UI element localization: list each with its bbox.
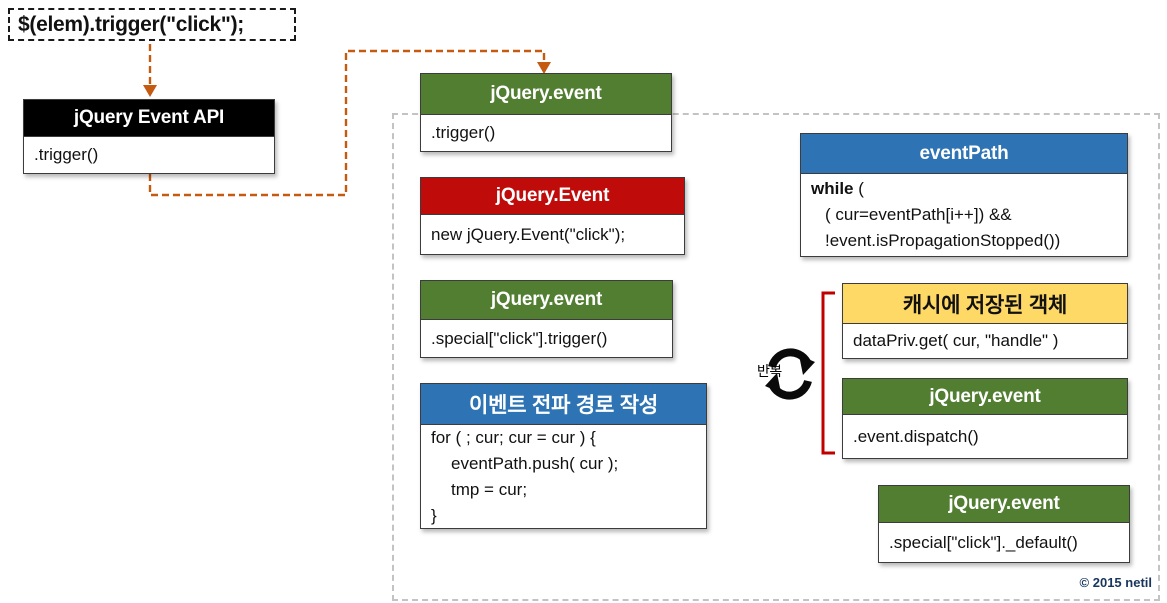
code-line: !event.isPropagationStopped()) — [825, 231, 1061, 250]
jquery-event-ctor-code: new jQuery.Event("click"); — [431, 224, 626, 244]
jquery-event-ctor-header: jQuery.Event — [421, 178, 684, 214]
arrow-down-icon — [143, 85, 157, 97]
code-line: while ( — [811, 176, 1127, 202]
event-api-box: jQuery Event API .trigger() — [23, 99, 275, 174]
jquery-event-ctor-body: new jQuery.Event("click"); — [421, 214, 684, 254]
cached-object-code: dataPriv.get( cur, "handle" ) — [853, 331, 1059, 350]
special-trigger-box: jQuery.event .special["click"].trigger() — [420, 280, 673, 358]
special-trigger-title: jQuery.event — [490, 289, 603, 310]
jquery-event-trigger-header: jQuery.event — [421, 74, 671, 114]
trigger-call-text: $(elem).trigger("click"); — [18, 12, 244, 36]
cached-object-title: 캐시에 저장된 객체 — [902, 293, 1068, 317]
code-line: } — [431, 505, 437, 525]
event-api-header: jQuery Event API — [24, 100, 274, 136]
dispatch-header: jQuery.event — [843, 379, 1127, 414]
dispatch-title: jQuery.event — [929, 385, 1041, 407]
dispatch-code: .event.dispatch() — [853, 426, 979, 446]
dispatch-box: jQuery.event .event.dispatch() — [842, 378, 1128, 459]
propagation-path-body: for ( ; cur; cur = cur ) { eventPath.pus… — [421, 424, 706, 528]
code-line: for ( ; cur; cur = cur ) { — [431, 427, 596, 447]
default-handler-body: .special["click"]._default() — [879, 522, 1129, 562]
default-handler-code: .special["click"]._default() — [889, 532, 1078, 552]
dispatch-body: .event.dispatch() — [843, 414, 1127, 458]
special-trigger-body: .special["click"].trigger() — [421, 319, 672, 357]
while-keyword: while — [811, 179, 854, 198]
event-path-title: eventPath — [919, 142, 1009, 164]
jquery-event-trigger-body: .trigger() — [421, 114, 671, 151]
jquery-event-ctor-box: jQuery.Event new jQuery.Event("click"); — [420, 177, 685, 255]
jquery-event-ctor-title: jQuery.Event — [495, 185, 610, 206]
loop-label: 반복 — [757, 363, 782, 379]
cached-object-body: dataPriv.get( cur, "handle" ) — [843, 323, 1127, 358]
default-handler-box: jQuery.event .special["click"]._default(… — [878, 485, 1130, 563]
jquery-event-trigger-title: jQuery.event — [490, 83, 602, 104]
propagation-path-title: 이벤트 전파 경로 작성 — [469, 394, 658, 417]
copyright-text: © 2015 netil — [1079, 575, 1152, 590]
event-path-box: eventPath while ( ( cur=eventPath[i++]) … — [800, 133, 1128, 257]
default-handler-header: jQuery.event — [879, 486, 1129, 522]
event-path-header: eventPath — [801, 134, 1127, 173]
trigger-call-box: $(elem).trigger("click"); — [8, 8, 296, 41]
event-path-body: while ( ( cur=eventPath[i++]) && !event.… — [801, 173, 1127, 256]
default-handler-title: jQuery.event — [948, 493, 1060, 514]
special-trigger-code: .special["click"].trigger() — [431, 328, 608, 348]
cached-object-box: 캐시에 저장된 객체 dataPriv.get( cur, "handle" ) — [842, 283, 1128, 359]
propagation-path-header: 이벤트 전파 경로 작성 — [421, 384, 706, 424]
special-trigger-header: jQuery.event — [421, 281, 672, 319]
code-fragment: ( — [853, 179, 864, 198]
code-line: tmp = cur; — [451, 479, 528, 499]
jquery-event-trigger-box: jQuery.event .trigger() — [420, 73, 672, 152]
flow-group-container — [392, 113, 1160, 601]
propagation-path-box: 이벤트 전파 경로 작성 for ( ; cur; cur = cur ) { … — [420, 383, 707, 529]
code-line: eventPath.push( cur ); — [451, 453, 619, 473]
cached-object-header: 캐시에 저장된 객체 — [843, 284, 1127, 323]
event-api-body: .trigger() — [24, 136, 274, 173]
code-line: ( cur=eventPath[i++]) && — [825, 205, 1012, 224]
jquery-event-trigger-method: .trigger() — [431, 123, 496, 142]
event-api-method: .trigger() — [34, 145, 99, 164]
event-api-title: jQuery Event API — [73, 107, 225, 128]
